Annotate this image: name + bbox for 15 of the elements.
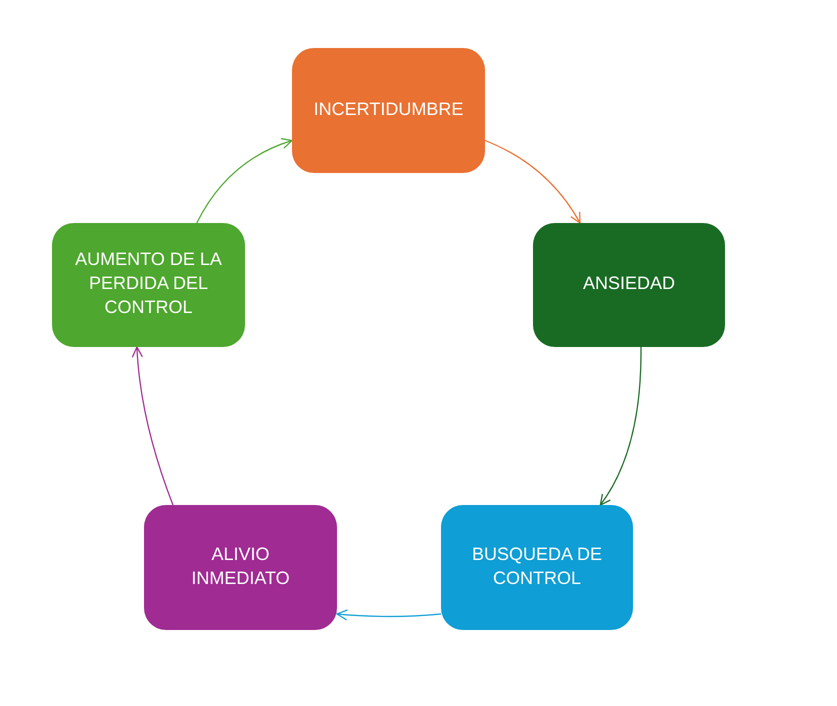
process-box	[144, 505, 337, 630]
box-label: AUMENTO DE LA PERDIDA DEL CONTROL	[74, 248, 223, 319]
arrow	[196, 138, 293, 224]
arrow	[484, 140, 581, 224]
box-label: INCERTIDUMBRE	[314, 98, 464, 120]
arrow	[336, 609, 442, 620]
process-box	[52, 223, 245, 347]
process-box	[441, 505, 633, 630]
arrow	[600, 347, 642, 506]
box-label: ANSIEDAD	[582, 272, 676, 295]
arrow	[132, 346, 174, 506]
process-box	[533, 223, 725, 347]
box-label: ALIVIO INMEDIATO	[190, 542, 291, 590]
box-label: BUSQUEDA DE CONTROL	[470, 542, 604, 590]
process-box	[292, 48, 485, 173]
